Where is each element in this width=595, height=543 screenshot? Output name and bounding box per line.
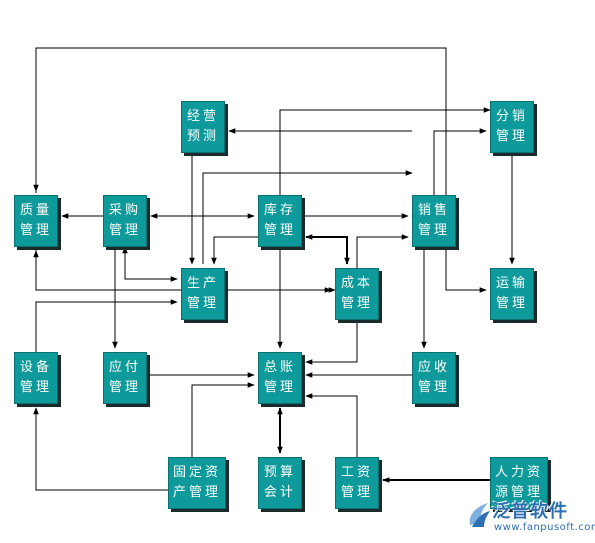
node-label-line2: 管理 (108, 223, 141, 238)
node-label-line2: 管理 (263, 223, 296, 238)
node-sales-management: 销售 管理 (412, 195, 456, 247)
node-label-line1: 销售 (417, 203, 450, 218)
node-label-line1: 运输 (495, 276, 528, 291)
node-label-line1: 应付 (108, 360, 141, 375)
node-equipment-management: 设备 管理 (14, 352, 58, 404)
edge-assets-to-equipment (33, 407, 168, 491)
edge-sales-to-distribution (433, 128, 487, 195)
node-label-line2: 管理 (495, 129, 528, 144)
node-payroll-management: 工资 管理 (335, 457, 379, 509)
node-label-line1: 设备 (19, 360, 52, 375)
brand-name: 泛普软件 (492, 501, 568, 522)
node-fixed-assets: 固定资 产管理 (168, 457, 226, 509)
node-label-line2: 会计 (263, 485, 296, 500)
node-business-forecast: 经营 预测 (181, 101, 225, 153)
node-label-line2: 管理 (186, 296, 219, 311)
node-label-line2: 管理 (417, 223, 450, 238)
edge-assets-to-ledger (191, 382, 255, 457)
node-distribution-management: 分销 管理 (490, 101, 534, 153)
node-quality-management: 质量 管理 (14, 195, 58, 247)
node-label-line1: 库存 (263, 203, 296, 218)
node-label-line2: 管理 (340, 296, 373, 311)
edge-inventory-cost (305, 234, 350, 265)
node-label-line1: 人力资 (494, 465, 543, 480)
edge-inventory-to-production (211, 236, 258, 265)
node-label-line1: 应收 (417, 360, 450, 375)
node-receivable-management: 应收 管理 (412, 352, 456, 404)
node-label-line1: 分销 (495, 109, 528, 124)
node-label-line1: 工资 (340, 465, 373, 480)
node-budget-accounting: 预算 会计 (258, 457, 302, 509)
edge-sales-to-production (202, 170, 413, 264)
node-label-line1: 总账 (263, 360, 296, 375)
edge-sales-to-transport (445, 247, 487, 293)
node-label-line2: 管理 (108, 380, 141, 395)
brand-mark-icon (469, 503, 490, 527)
node-human-resources: 人力资 源管理 (490, 457, 548, 509)
node-purchase-management: 采购 管理 (103, 195, 147, 247)
node-label-line2: 管理 (19, 223, 52, 238)
brand-logo: 泛普软件 www.fanpusoft.com (466, 497, 595, 541)
node-label-line1: 采购 (108, 203, 141, 218)
node-production-management: 生产 管理 (181, 268, 225, 320)
edge-equipment-to-production (35, 299, 178, 352)
edge-cost-to-ledger (305, 320, 358, 365)
node-transport-management: 运输 管理 (490, 268, 534, 320)
brand-url: www.fanpusoft.com (494, 522, 595, 533)
node-label-line2: 管理 (340, 485, 373, 500)
edge-payroll-to-ledger (305, 393, 358, 457)
edge-inventory-to-distribution (279, 107, 491, 195)
node-label-line2: 预测 (186, 129, 219, 144)
node-label-line2: 管理 (263, 380, 296, 395)
node-general-ledger: 总账 管理 (258, 352, 302, 404)
node-label-line1: 生产 (186, 276, 219, 291)
node-label-line2: 产管理 (172, 485, 221, 500)
node-label-line1: 预算 (263, 465, 296, 480)
node-label-line1: 质量 (19, 203, 52, 218)
node-label-line2: 源管理 (494, 485, 543, 500)
node-payable-management: 应付 管理 (103, 352, 147, 404)
node-label-line2: 管理 (19, 380, 52, 395)
edge-cost-to-sales (356, 234, 409, 268)
node-label-line2: 管理 (417, 380, 450, 395)
node-label-line1: 成本 (340, 276, 373, 291)
edge-purchase-production (122, 246, 178, 282)
node-cost-management: 成本 管理 (335, 268, 379, 320)
node-label-line1: 经营 (186, 109, 219, 124)
node-inventory-management: 库存 管理 (258, 195, 302, 247)
node-label-line1: 固定资 (172, 465, 221, 480)
node-label-line2: 管理 (495, 296, 528, 311)
